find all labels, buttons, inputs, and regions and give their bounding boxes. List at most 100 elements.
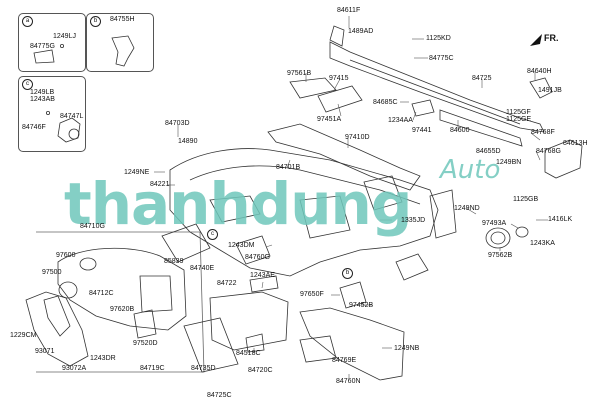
- part-84735D-lid: [183, 317, 239, 373]
- label-93071: 93071: [35, 348, 55, 355]
- label-1125GF: 1125GF: [506, 109, 531, 116]
- part-84722-trim: [249, 275, 279, 293]
- part-84760N-lower-panel: [299, 307, 405, 381]
- direction-label: FR.: [544, 33, 559, 43]
- part-97650F-vent: [339, 281, 367, 309]
- label-97562B: 97562B: [488, 252, 513, 259]
- part-84600-crossbar: [329, 41, 545, 133]
- label-97451A: 97451A: [317, 116, 342, 123]
- label-97600: 97600: [56, 252, 76, 259]
- crash-pad-right-opening: [429, 189, 457, 239]
- label-84640H: 84640H: [527, 68, 552, 75]
- label-14890: 14890: [178, 138, 198, 145]
- watermark-suffix: Auto: [440, 155, 501, 185]
- crash-pad-cluster-hood: [209, 195, 261, 223]
- label-84710G: 84710G: [80, 223, 105, 230]
- label-84760G: 84760G: [245, 254, 270, 261]
- part-84710G-lower-pad: [57, 247, 187, 331]
- part-97600-vent: [79, 257, 97, 271]
- label-1243AE: 1243AE: [250, 272, 275, 279]
- pad-cluster-window: [139, 275, 173, 313]
- leader-lines: [154, 16, 548, 378]
- label-84600: 84600: [450, 127, 470, 134]
- part-97452B-vent: [395, 253, 429, 281]
- label-1229CM: 1229CM: [10, 332, 37, 339]
- label-84712C: 84712C: [89, 290, 114, 297]
- label-97561B: 97561B: [287, 70, 312, 77]
- callout-c-on-diagram: c: [207, 229, 218, 240]
- label-1249ND: 1249ND: [454, 205, 480, 212]
- label-85839: 85839: [164, 258, 184, 265]
- vent-inner: [490, 231, 506, 245]
- label-84655D: 84655D: [476, 148, 501, 155]
- label-84720C: 84720C: [248, 367, 273, 374]
- label-84769E: 84769E: [332, 357, 357, 364]
- watermark-text: thanhdung: [64, 170, 412, 238]
- part-84775G-clip: [33, 49, 55, 64]
- part-84746F-nut: [68, 128, 80, 140]
- crash-pad-center-opening: [299, 195, 351, 239]
- label-97620B: 97620B: [110, 306, 135, 313]
- part-97500-vent: [58, 281, 78, 299]
- label-1125GB: 1125GB: [513, 196, 539, 203]
- label-84746F: 84746F: [22, 124, 46, 131]
- crossbar-ridge: [349, 59, 521, 125]
- label-1489AD: 1489AD: [348, 28, 374, 35]
- label-84755H: 84755H: [110, 16, 135, 23]
- part-97451A-duct: [317, 85, 363, 113]
- label-97410D: 97410D: [345, 134, 370, 141]
- label-84775C: 84775C: [429, 55, 454, 62]
- part-97493A-vent-ring: [515, 226, 529, 238]
- label-97500: 97500: [42, 269, 62, 276]
- part-84640H-bracket: [529, 77, 553, 99]
- label-97441: 97441: [412, 127, 432, 134]
- label-97650F: 97650F: [300, 291, 324, 298]
- callout-c: c: [22, 79, 33, 90]
- label-84722: 84722: [217, 280, 237, 287]
- part-84613H-bracket: [544, 139, 583, 179]
- label-1249LJ: 1249LJ: [53, 33, 76, 40]
- label-1491JB: 1491JB: [538, 87, 562, 94]
- inset-box-b: [86, 13, 154, 72]
- label-84518C: 84518C: [236, 350, 261, 357]
- label-84703D: 84703D: [165, 120, 190, 127]
- part-93072A-lower-panel: [25, 291, 89, 367]
- part-84518C-latch: [245, 333, 265, 353]
- part-84685C-bracket: [411, 99, 435, 117]
- label-84740E: 84740E: [190, 265, 215, 272]
- label-1125GE: 1125GE: [506, 116, 532, 123]
- label-84768F: 84768F: [531, 129, 555, 136]
- callout-b: b: [90, 16, 101, 27]
- label-84775G: 84775G: [30, 43, 55, 50]
- part-1249BN-center-bracket: [363, 175, 403, 211]
- subassembly-frame: [36, 231, 205, 373]
- part-97562B-vent: [485, 227, 511, 249]
- label-1416LK: 1416LK: [548, 216, 573, 223]
- label-84760N: 84760N: [336, 378, 361, 385]
- label-1249NE: 1249NE: [124, 169, 150, 176]
- label-97493A: 97493A: [482, 220, 507, 227]
- part-84720C-glove-box: [209, 291, 289, 351]
- part-97561B-duct: [289, 77, 337, 99]
- label-1234AA: 1234AA: [388, 117, 413, 124]
- part-84747L-bracket: [57, 117, 81, 143]
- label-84719C: 84719C: [140, 365, 165, 372]
- label-1249BN: 1249BN: [496, 159, 522, 166]
- label-84611F: 84611F: [337, 7, 361, 14]
- label-84221: 84221: [150, 181, 170, 188]
- callout-a: a: [22, 16, 33, 27]
- label-1249NB: 1249NB: [394, 345, 420, 352]
- label-84613H: 84613H: [563, 140, 588, 147]
- label-84725: 84725: [472, 75, 492, 82]
- label-84747L: 84747L: [60, 113, 84, 120]
- label-93072A: 93072A: [62, 365, 87, 372]
- callout-b-on-diagram: b: [342, 268, 353, 279]
- label-1249LB: 1249LB: [30, 89, 55, 96]
- label-1243DM: 1243DM: [228, 242, 255, 249]
- inset-box-a: [18, 13, 86, 72]
- label-97415: 97415: [329, 75, 349, 82]
- label-1125KD: 1125KD: [426, 35, 451, 42]
- part-84740E-fascia: [161, 223, 211, 263]
